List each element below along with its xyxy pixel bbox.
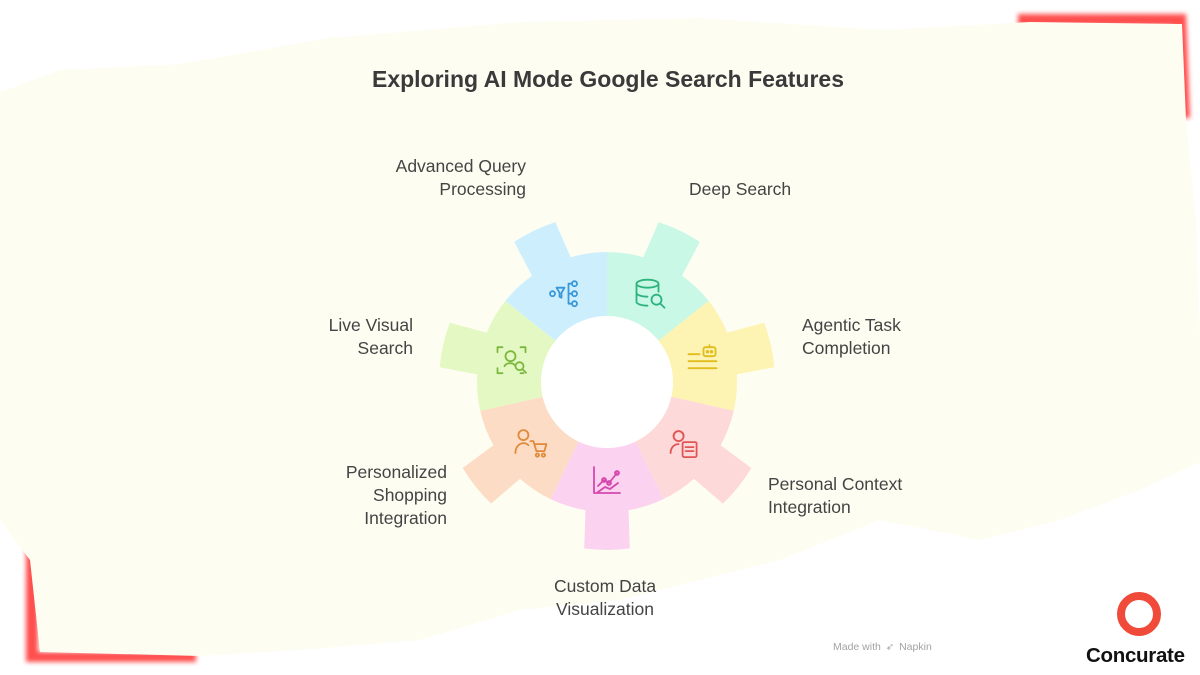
gear-segment-agentic-task-completion: [658, 300, 775, 411]
napkin-arrow-icon: ➶: [885, 642, 895, 653]
funnel-tree-icon: [549, 280, 578, 308]
label-personalized-shopping-integration: Personalized Shopping Integration: [345, 462, 447, 528]
label-live-visual-search: Live Visual Search: [328, 315, 413, 358]
person-cart-icon: [514, 429, 548, 458]
gear-center: [541, 316, 673, 448]
diagram-title: Exploring AI Mode Google Search Features: [371, 66, 845, 92]
gear-segment-advanced-query-processing: [505, 222, 607, 341]
visual-scan-icon: [496, 346, 527, 375]
label-deep-search: Deep Search: [689, 179, 792, 199]
person-document-icon: [669, 430, 698, 459]
label-personal-context-integration: Personal Context Integration: [768, 474, 903, 517]
gear-segment-custom-data-visualization: [550, 441, 664, 550]
label-agentic-task-completion: Agentic Task Completion: [802, 315, 901, 358]
concurate-logo-icon: [1117, 592, 1161, 636]
label-custom-data-visualization: Custom Data Visualization: [553, 576, 657, 619]
line-chart-icon: [593, 466, 621, 494]
gear-segment-personalized-shopping-integration: [462, 396, 579, 504]
brand-name: Concurate: [1086, 644, 1185, 667]
label-advanced-query-processing: Advanced Query Processing: [395, 156, 526, 199]
gear-segment-personal-context-integration: [635, 396, 752, 504]
robot-list-icon: [687, 344, 718, 370]
napkin-watermark: Made with ➶ Napkin: [833, 641, 932, 653]
database-search-icon: [635, 278, 666, 309]
gear-segment-live-visual-search: [439, 300, 556, 411]
